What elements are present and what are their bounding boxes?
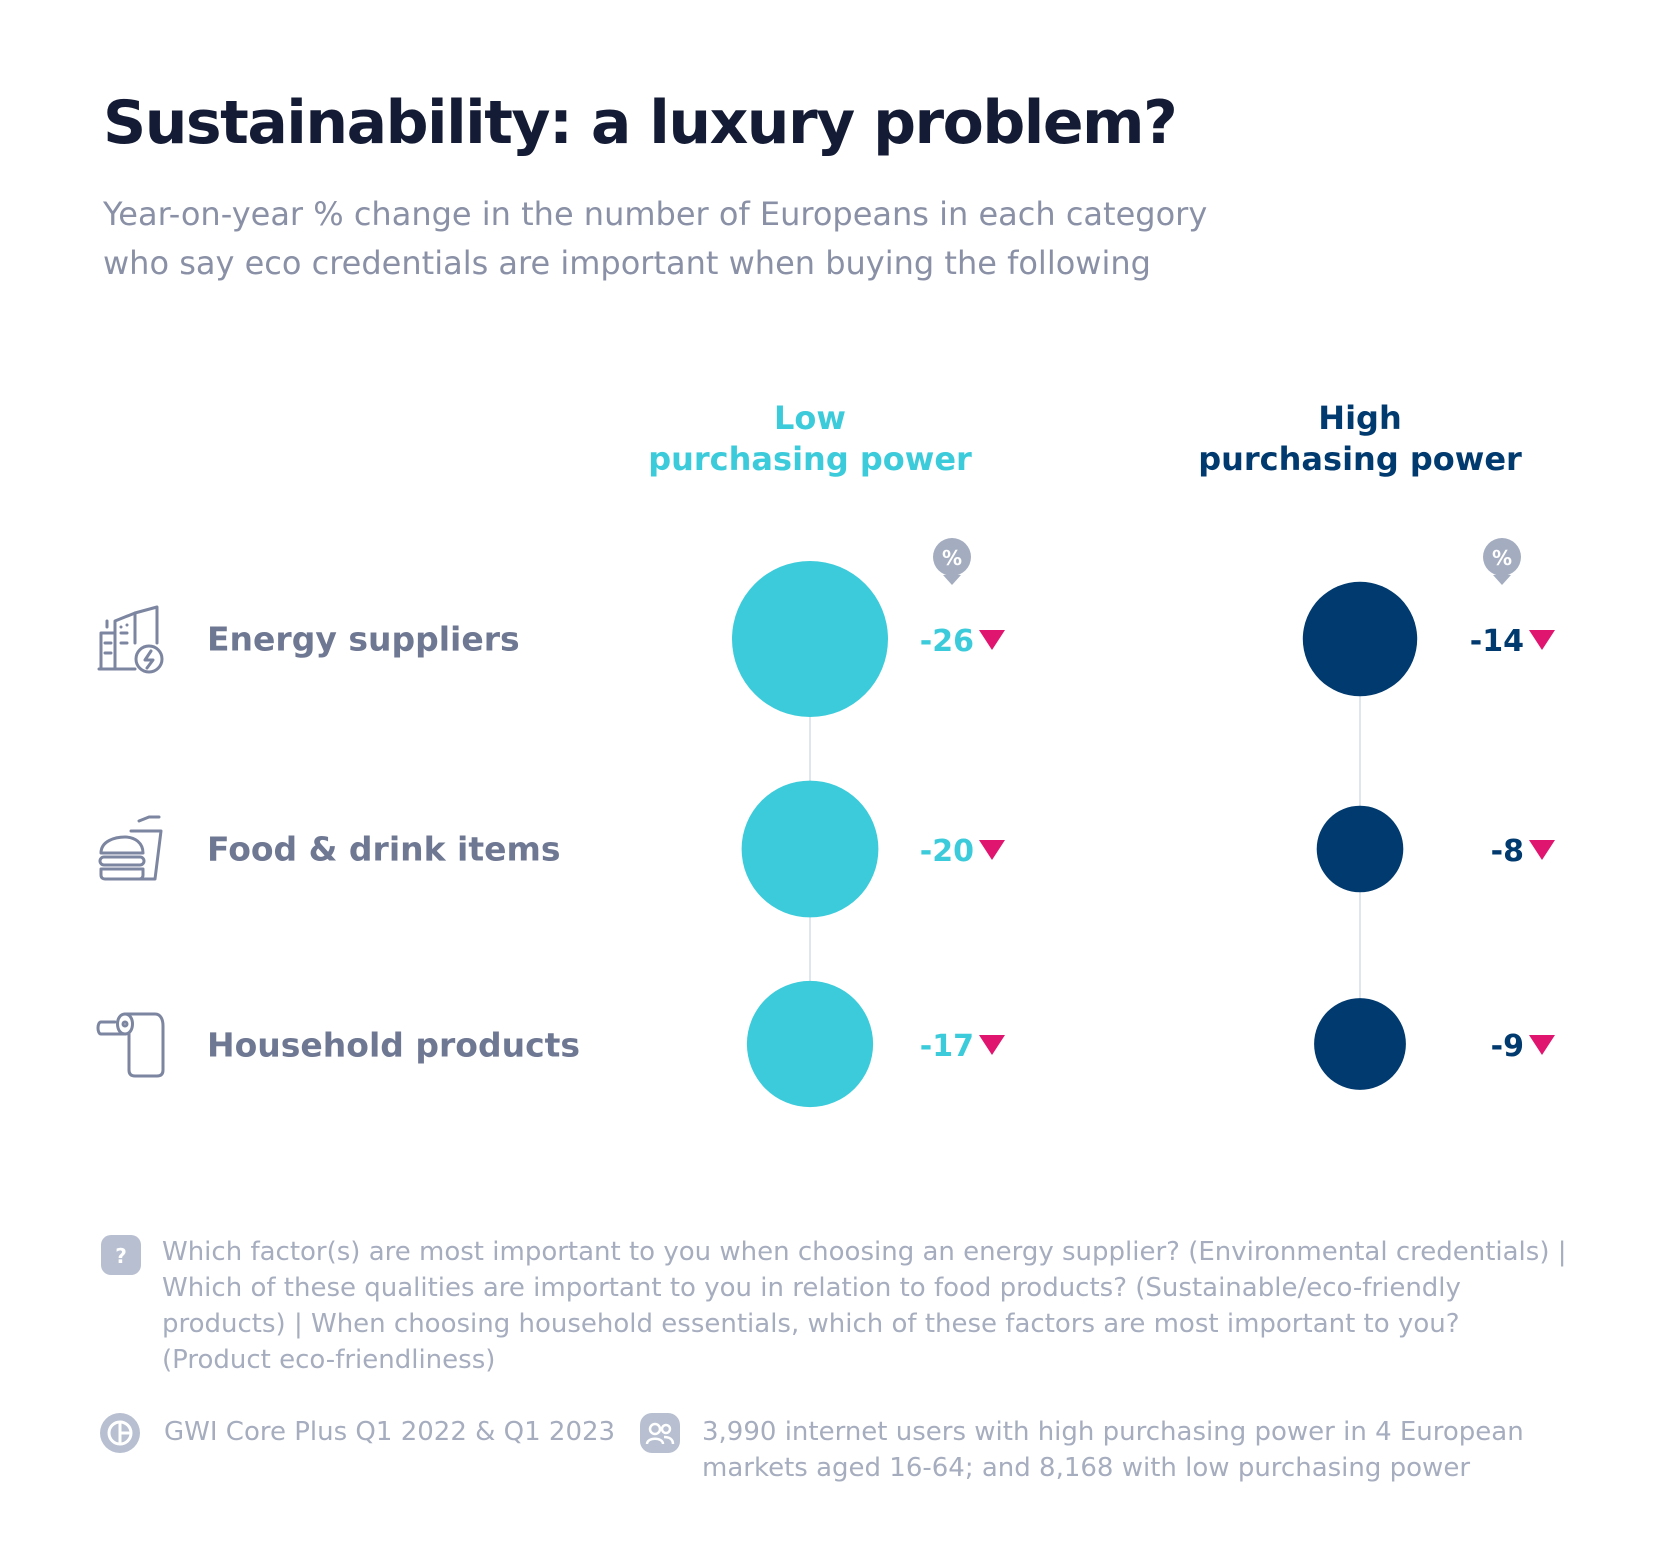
energy-buildings-icon: [97, 605, 164, 674]
question-icon: ?: [101, 1235, 141, 1275]
subtitle-line-1: Year-on-year % change in the number of E…: [103, 195, 1208, 233]
bubble-1-1: [1316, 805, 1404, 893]
bubble-1-0: [1302, 581, 1418, 697]
sample-line-2: markets aged 16-64; and 8,168 with low p…: [702, 1453, 1471, 1483]
column-header-high-line-1: High: [1318, 399, 1402, 437]
column-header-high: High purchasing power: [1140, 398, 1580, 480]
column-header-high-line-2: purchasing power: [1198, 440, 1522, 478]
value-label-1-0: -14: [1470, 624, 1524, 659]
people-icon: [640, 1413, 680, 1453]
percent-badge-text-0: %: [942, 546, 962, 570]
chart-title: Sustainability: a luxury problem?: [103, 88, 1178, 158]
percent-badge-1: [1483, 538, 1521, 576]
down-arrow-icon-0-1: [979, 840, 1005, 860]
column-header-low: Low purchasing power: [590, 398, 1030, 480]
value-label-0-2: -17: [920, 1029, 974, 1064]
question-line-2: Which of these qualities are important t…: [162, 1273, 1461, 1303]
svg-text:?: ?: [115, 1244, 127, 1268]
value-label-1-2: -9: [1491, 1029, 1524, 1064]
value-label-0-1: -20: [920, 834, 974, 869]
question-line-1: Which factor(s) are most important to yo…: [162, 1237, 1567, 1267]
gwi-logo-icon: [100, 1413, 140, 1453]
percent-badge-0: [933, 538, 971, 576]
sample-line-1: 3,990 internet users with high purchasin…: [702, 1417, 1524, 1447]
sample-description: 3,990 internet users with high purchasin…: [702, 1414, 1524, 1486]
bubble-0-2: [746, 980, 874, 1108]
question-line-3: products) | When choosing household esse…: [162, 1309, 1460, 1339]
down-arrow-icon-0-2: [979, 1035, 1005, 1055]
chart-subtitle: Year-on-year % change in the number of E…: [103, 190, 1403, 288]
food-drink-icon: [98, 815, 163, 881]
percent-badge-text-1: %: [1492, 546, 1512, 570]
row-label-household-products: Household products: [207, 1025, 581, 1065]
bubble-0-0: [732, 561, 888, 717]
row-label-food-drink-items: Food & drink items: [207, 829, 561, 869]
column-header-low-line-2: purchasing power: [648, 440, 972, 478]
survey-question-note: Which factor(s) are most important to yo…: [162, 1234, 1567, 1378]
bubble-chart: %% -26 -20 -17 -14 -8 -9: [732, 538, 1555, 1108]
row-label-energy-suppliers: Energy suppliers: [207, 619, 520, 659]
column-header-low-line-1: Low: [774, 399, 846, 437]
source-text: GWI Core Plus Q1 2022 & Q1 2023: [164, 1417, 616, 1447]
down-arrow-icon-0-0: [979, 630, 1005, 650]
value-label-0-0: -26: [920, 624, 974, 659]
value-label-1-1: -8: [1491, 834, 1524, 869]
subtitle-line-2: who say eco credentials are important wh…: [103, 244, 1151, 282]
bubble-1-2: [1314, 998, 1406, 1090]
percent-badge-pointer-1: [1493, 575, 1511, 585]
bubble-0-1: [741, 780, 879, 918]
toilet-roll-icon: [96, 1012, 165, 1078]
down-arrow-icon-1-0: [1529, 630, 1555, 650]
percent-badge-pointer-0: [943, 575, 961, 585]
down-arrow-icon-1-2: [1529, 1035, 1555, 1055]
down-arrow-icon-1-1: [1529, 840, 1555, 860]
question-line-4: (Product eco-friendliness): [162, 1345, 496, 1375]
data-source: GWI Core Plus Q1 2022 & Q1 2023: [164, 1414, 615, 1450]
